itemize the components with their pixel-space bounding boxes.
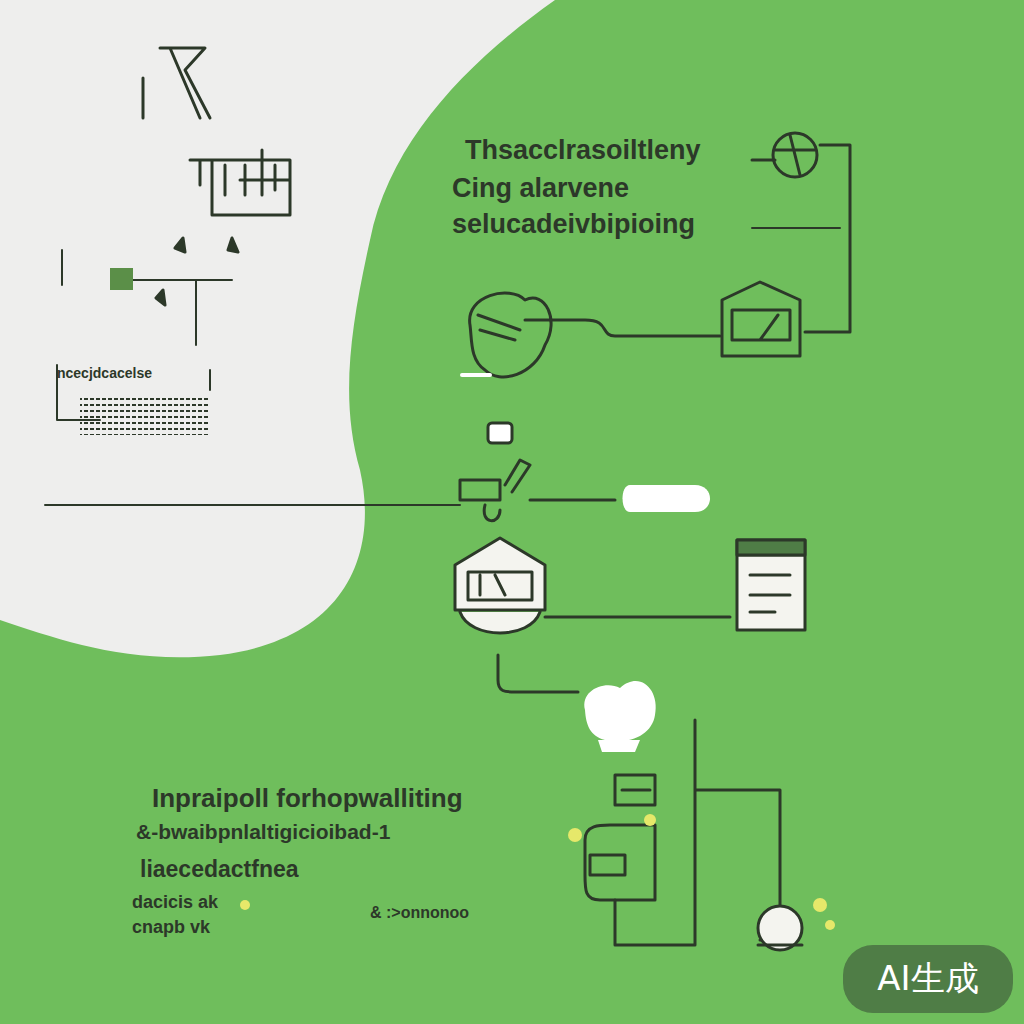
body-text: liaecedactfnea xyxy=(140,857,299,882)
body-text: dacicis ak xyxy=(132,893,218,913)
watermark-badge: AI生成 xyxy=(843,945,1013,1013)
leader-line xyxy=(62,250,232,345)
document-header xyxy=(737,540,805,555)
wire xyxy=(752,227,840,229)
wire xyxy=(530,499,615,502)
heading-text: Thsacclrasoiltleny xyxy=(465,136,701,166)
body-text: &-bwaibpnlaltigicioibad-1 xyxy=(136,820,390,843)
text-lines xyxy=(80,395,210,435)
document-icon xyxy=(737,540,805,630)
tick xyxy=(462,373,490,377)
apple-base xyxy=(598,740,640,752)
wire xyxy=(615,720,780,945)
green-square xyxy=(110,268,133,290)
gear-icon xyxy=(775,135,815,175)
box-icon xyxy=(585,825,655,900)
background-blob xyxy=(0,0,555,657)
badge-text: AI生成 xyxy=(877,956,978,1002)
heading-text: selucadeivbipioing xyxy=(452,210,695,240)
grid-sketch xyxy=(190,150,290,215)
body-text: cnapb vk xyxy=(132,918,210,938)
wire xyxy=(498,655,578,692)
head-icon xyxy=(470,293,551,377)
wire xyxy=(525,320,720,336)
globe-icon xyxy=(758,906,802,950)
small-note: ncecjdcacelse xyxy=(57,366,152,381)
small-square xyxy=(488,423,512,443)
heading-text: Cing alarvene xyxy=(452,174,629,204)
divider-line xyxy=(45,504,460,506)
pen-icon xyxy=(460,460,530,521)
globe-icon xyxy=(758,944,802,947)
box-icon xyxy=(615,775,655,805)
house-icon xyxy=(455,538,545,633)
gear-icon xyxy=(773,133,817,177)
glyph-mark xyxy=(143,48,210,118)
pill-shape xyxy=(623,485,711,512)
apple-icon xyxy=(584,681,655,741)
wire xyxy=(545,616,730,619)
store-icon xyxy=(722,282,800,356)
body-text: Inpraipoll forhopwalliting xyxy=(152,784,463,813)
body-text: & :>onnonoo xyxy=(370,904,469,922)
